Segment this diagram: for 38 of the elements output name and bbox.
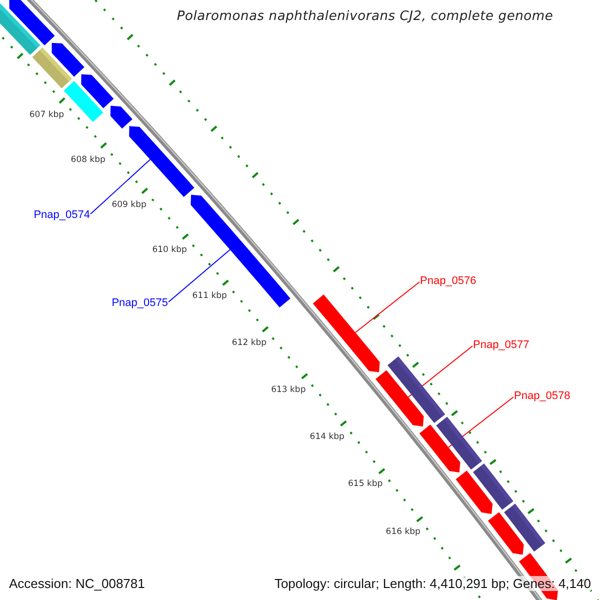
- footer-text: Topology: circular; Length: 4,410,291 bp; Genes: 4,140: [274, 576, 591, 590]
- gene-feature: [388, 356, 446, 424]
- gene-label: Pnap_0576: [420, 275, 476, 287]
- gene-feature: [81, 74, 114, 108]
- leader-line: [168, 249, 230, 302]
- scale-label: 615 kbp: [348, 479, 383, 490]
- scale-label: 610 kbp: [152, 245, 187, 256]
- gene-feature: [472, 463, 514, 510]
- scale-label: 613 kbp: [271, 384, 306, 395]
- scale-label: 614 kbp: [310, 432, 344, 442]
- gene-feature: [129, 126, 194, 198]
- footer-text: Accession: NC_008781: [9, 576, 145, 590]
- leader-line: [90, 159, 151, 214]
- gene-feature: [376, 370, 424, 427]
- gene-feature: [312, 294, 380, 372]
- gene-feature: [52, 42, 84, 77]
- scale-label: 607 kbp: [29, 110, 64, 120]
- gene-label: Pnap_0575: [112, 297, 168, 309]
- gene-feature: [32, 48, 72, 88]
- gene-feature: [9, 0, 55, 46]
- gene-feature: [190, 194, 290, 308]
- scale-label: 612 kbp: [232, 338, 267, 348]
- leader-line: [354, 282, 420, 333]
- scale-label: 609 kbp: [112, 200, 146, 210]
- gene-feature: [456, 470, 493, 514]
- title: Polaromonas naphthalenivorans CJ2, complete genome: [176, 9, 554, 24]
- scale-label: 611 kbp: [192, 291, 227, 302]
- gene-label: Pnap_0577: [473, 339, 530, 351]
- gene-feature: [419, 424, 460, 473]
- gene-label: Pnap_0574: [34, 209, 90, 221]
- gene-feature: [488, 512, 524, 555]
- gene-feature: [64, 81, 104, 122]
- scale-label: 616 kbp: [386, 527, 420, 538]
- gene-feature: [436, 416, 482, 470]
- scale-label: 608 kbp: [70, 154, 106, 165]
- gene-label: Pnap_0578: [514, 390, 570, 402]
- gene-feature: [504, 504, 546, 552]
- gene-feature: [110, 106, 132, 129]
